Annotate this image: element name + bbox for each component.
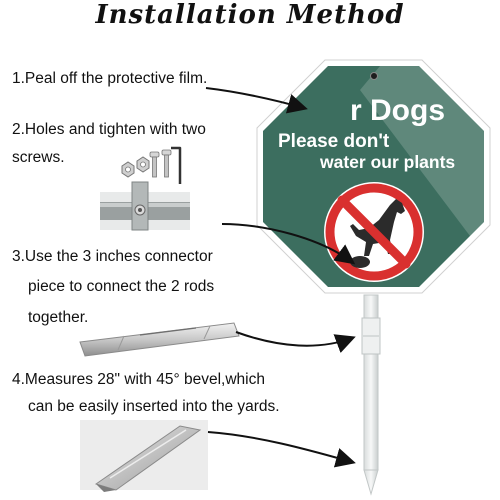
step-2-text-line1: 2.Holes and tighten with two: [12, 121, 206, 138]
sign-text-line2: Please don't: [278, 131, 390, 152]
arrows: [205, 87, 356, 468]
screw-hole-icon: [370, 72, 378, 80]
arrow-to-film-icon: [205, 87, 308, 114]
bevel-end-photo: [80, 420, 208, 492]
step-1-text: 1.Peal off the protective film.: [12, 70, 208, 87]
arrow-to-connector-icon: [235, 331, 356, 353]
allen-key-icon: [171, 146, 182, 184]
step-3-text-line2: piece to connect the 2 rods: [28, 278, 215, 295]
step-2-text-line2: screws.: [12, 149, 65, 166]
arrow-to-sign-icon: [221, 223, 356, 265]
step-4-text-line1: 4.Measures 28" with 45° bevel,which: [12, 371, 265, 388]
protective-film: [360, 66, 484, 236]
bracket-photo: [100, 181, 190, 231]
page-title: Installation Method: [95, 0, 405, 30]
step-3-text-line1: 3.Use the 3 inches connector: [12, 248, 213, 265]
step-4-text-line2: can be easily inserted into the yards.: [28, 398, 280, 415]
octagon-sign: r Dogs Please don't water our plants: [256, 59, 491, 294]
screws-and-nuts-icon: [121, 149, 172, 178]
sign-text-line1: r Dogs: [350, 94, 445, 127]
arrow-to-stake-tip-icon: [207, 431, 356, 468]
no-dog-poop-icon: [324, 182, 424, 282]
sign-text-line3: water our plants: [319, 152, 455, 172]
stake-rod: [361, 294, 381, 496]
connector-piece: [79, 322, 240, 357]
step-3-text-line3: together.: [28, 309, 89, 326]
